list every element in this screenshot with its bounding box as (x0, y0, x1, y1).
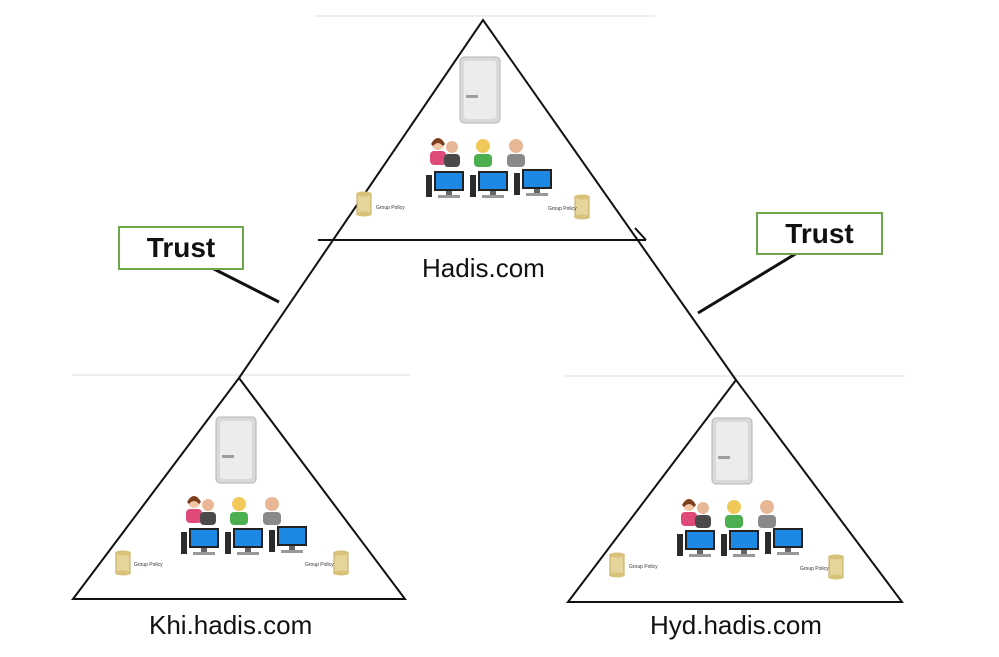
khi-domain-contents: Group Policy Group Policy (114, 416, 350, 576)
trust-connector-left (211, 266, 280, 304)
root-domain-edge (634, 227, 647, 241)
server-icon (459, 56, 501, 124)
trust-connector-right (697, 251, 798, 315)
computers-icon (181, 526, 307, 555)
trust-label-right-text: Trust (785, 218, 854, 249)
khi-domain-name: Khi.hadis.com (149, 610, 313, 640)
hyd-domain-contents: Group Policy Group Policy (608, 417, 845, 580)
server-icon (215, 416, 257, 484)
group-policy-icon (114, 550, 132, 576)
trust-label-right: Trust (756, 212, 883, 255)
forest-outline (238, 18, 737, 381)
group-policy-icon (608, 552, 626, 578)
trust-label-left: Trust (118, 226, 244, 270)
root-domain-contents: Group Policy Group Policy (355, 56, 591, 220)
users-icon (430, 138, 525, 167)
hyd-domain-triangle (565, 378, 904, 603)
computers-icon (677, 528, 803, 557)
khi-domain-triangle (70, 376, 408, 600)
group-policy-label: Group Policy (376, 205, 405, 211)
server-icon (711, 417, 753, 485)
computers-icon (426, 169, 552, 198)
group-policy-label: Group Policy (800, 566, 829, 572)
group-policy-label: Group Policy (548, 206, 577, 212)
group-policy-label: Group Policy (134, 562, 163, 568)
group-policy-icon (332, 550, 350, 576)
users-icon (186, 496, 281, 525)
group-policy-label: Group Policy (305, 562, 334, 568)
root-domain-name: Hadis.com (422, 253, 545, 283)
users-icon (681, 499, 776, 528)
group-policy-icon (827, 554, 845, 580)
group-policy-label: Group Policy (629, 564, 658, 570)
trust-label-left-text: Trust (146, 232, 216, 263)
hyd-domain-name: Hyd.hadis.com (650, 610, 822, 640)
group-policy-icon (355, 191, 373, 217)
